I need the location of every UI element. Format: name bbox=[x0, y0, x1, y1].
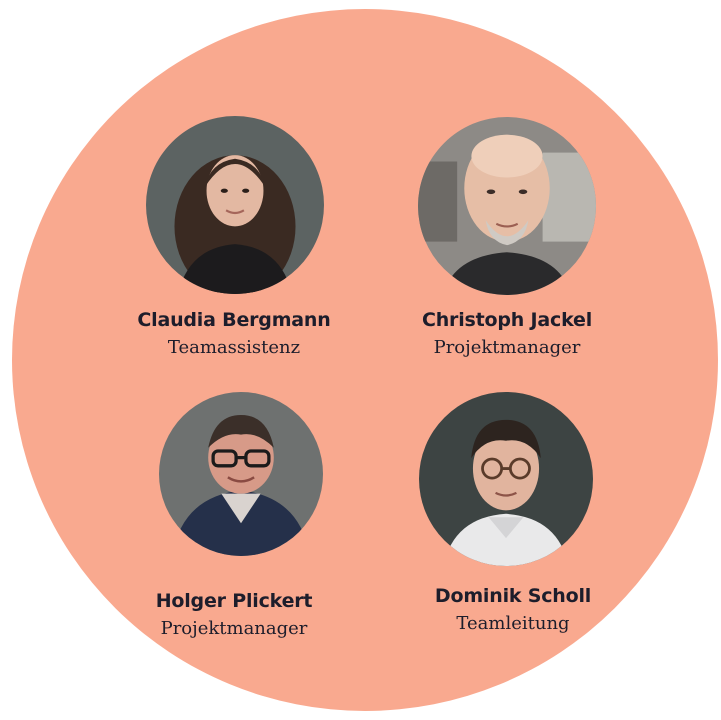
team-circle-background bbox=[12, 9, 718, 711]
member-role: Teamleitung bbox=[456, 613, 570, 634]
member-role: Projektmanager bbox=[433, 337, 581, 358]
avatar-dominik-scholl bbox=[419, 392, 593, 566]
member-role: Teamassistenz bbox=[167, 337, 301, 358]
avatar-claudia-bergmann bbox=[146, 116, 324, 294]
member-name: Holger Plickert bbox=[155, 590, 313, 612]
member-name: Claudia Bergmann bbox=[137, 309, 331, 331]
member-name: Christoph Jackel bbox=[421, 309, 593, 331]
member-name: Dominik Scholl bbox=[434, 585, 592, 607]
avatar-christoph-jackel bbox=[418, 117, 596, 295]
avatar-holger-plickert bbox=[159, 392, 323, 556]
member-role: Projektmanager bbox=[160, 618, 308, 639]
